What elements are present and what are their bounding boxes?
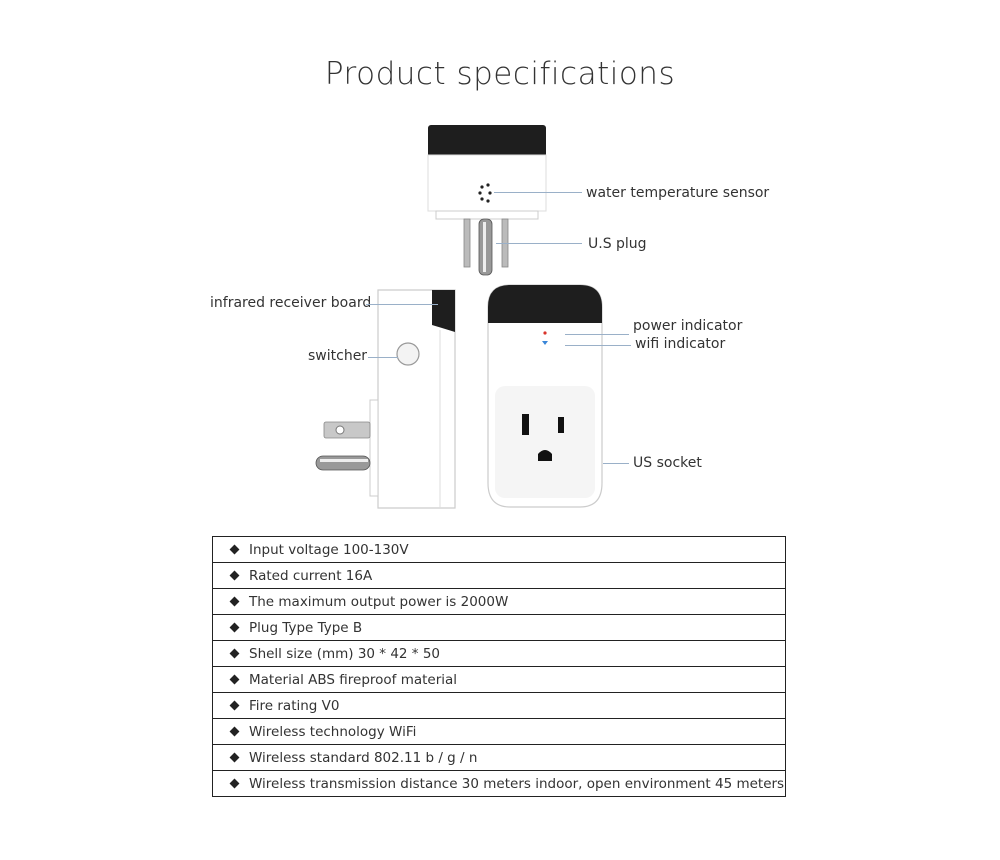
switch-button-icon [396,342,420,366]
callout-line-power [565,334,629,335]
spec-row: Wireless standard 802.11 b / g / n [212,744,786,771]
diamond-bullet-icon [229,596,240,606]
callout-line-wifi [565,345,631,346]
spec-text: Rated current 16A [249,567,373,584]
wifi-led-icon [542,341,548,345]
diamond-bullet-icon [229,778,240,788]
plug-front-view-illustration [487,284,603,508]
plug-bottom-view-illustration [427,125,547,276]
sensor-dots-icon [478,183,492,203]
label-switcher: switcher [308,348,368,364]
spec-row: Material ABS fireproof material [212,666,786,693]
spec-text: Wireless standard 802.11 b / g / n [249,749,478,766]
diamond-bullet-icon [229,648,240,658]
label-water-temperature-sensor: water temperature sensor [586,185,770,201]
spec-text: Fire rating V0 [249,697,340,714]
spec-row: Wireless transmission distance 30 meters… [212,770,786,797]
label-us-socket: US socket [633,455,702,471]
label-power-indicator: power indicator [633,318,743,334]
spec-text: Shell size (mm) 30 * 42 * 50 [249,645,441,662]
diamond-bullet-icon [229,700,240,710]
label-us-plug: U.S plug [588,236,647,252]
callout-line-infrared [366,304,438,305]
page-title: Product specifications [324,56,676,92]
label-infrared-receiver-board: infrared receiver board [210,295,372,311]
spec-text: Wireless transmission distance 30 meters… [249,775,785,792]
spec-text: The maximum output power is 2000W [249,593,509,610]
diamond-bullet-icon [229,570,240,580]
spec-text: Plug Type Type B [249,619,363,636]
diamond-bullet-icon [229,752,240,762]
plug-side-view-illustration [315,289,456,509]
diamond-bullet-icon [229,544,240,554]
callout-line-us-socket [603,463,629,464]
power-led-icon [543,331,547,335]
diamond-bullet-icon [229,726,240,736]
spec-text: Wireless technology WiFi [249,723,417,740]
spec-row: Input voltage 100-130V [212,536,786,563]
spec-row: Wireless technology WiFi [212,718,786,745]
spec-row: Rated current 16A [212,562,786,589]
spec-row: Shell size (mm) 30 * 42 * 50 [212,640,786,667]
spec-row: Plug Type Type B [212,614,786,641]
spec-row: The maximum output power is 2000W [212,588,786,615]
callout-line-switcher [368,357,398,358]
callout-line-sensor [494,192,582,193]
spec-table: Input voltage 100-130V Rated current 16A… [212,536,786,797]
label-wifi-indicator: wifi indicator [635,336,726,352]
callout-line-us-plug [496,243,582,244]
diamond-bullet-icon [229,622,240,632]
diamond-bullet-icon [229,674,240,684]
spec-text: Material ABS fireproof material [249,671,458,688]
spec-text: Input voltage 100-130V [249,541,409,558]
spec-row: Fire rating V0 [212,692,786,719]
